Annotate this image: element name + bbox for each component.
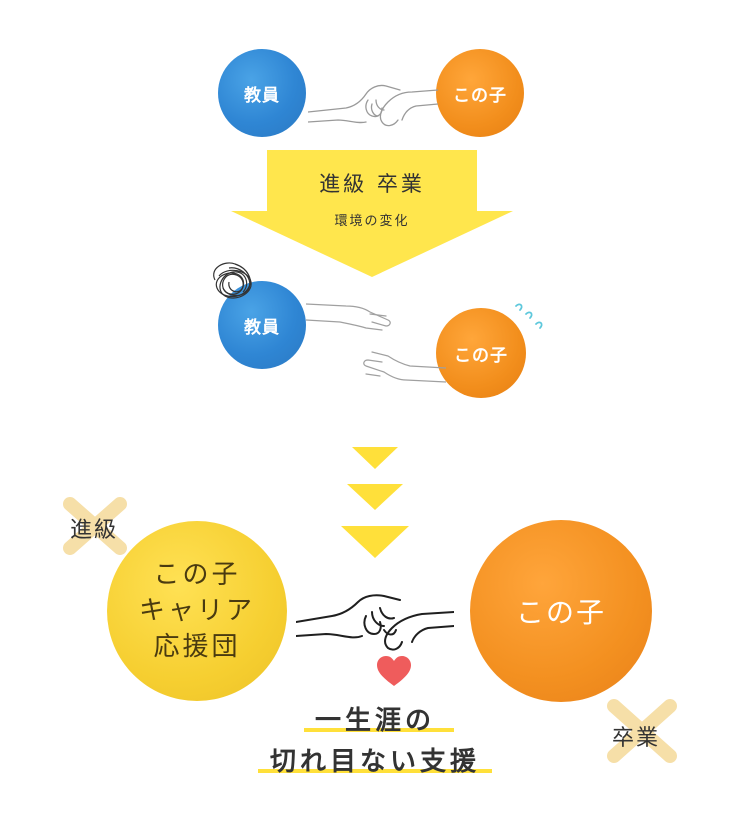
- teacher-label-middle: 教員: [244, 317, 280, 338]
- child-circle-middle: この子: [436, 308, 526, 398]
- support-line-1: この子: [153, 560, 241, 590]
- support-team-circle: この子 キャリア 応援団: [107, 521, 287, 701]
- separated-hands-icon: [306, 303, 446, 383]
- transition-arrow-head: [231, 211, 513, 277]
- slogan-underline-2: [258, 769, 492, 773]
- child-circle-top: この子: [436, 49, 524, 137]
- slogan-line-2: 切れ目ない支援: [269, 747, 480, 777]
- teacher-circle-top: 教員: [218, 49, 306, 137]
- teacher-label-top: 教員: [244, 85, 280, 106]
- tag-right-x-mark: [607, 699, 677, 763]
- down-arrow-2: [347, 484, 403, 510]
- slogan-line-1: 一生涯の: [314, 706, 435, 736]
- transition-arrow-shaft: [267, 150, 477, 216]
- child-circle-bottom: この子: [470, 520, 652, 702]
- sweat-marks-icon: [515, 303, 543, 329]
- heart-icon: [377, 656, 411, 686]
- tangled-scribble-icon: [213, 262, 252, 299]
- tag-left: 進級: [70, 518, 119, 543]
- transition-main-label: 進級 卒業: [319, 172, 425, 196]
- child-label-top: この子: [453, 85, 507, 106]
- child-label-bottom: この子: [515, 596, 606, 629]
- down-arrow-3: [341, 526, 409, 558]
- child-label-middle: この子: [454, 345, 508, 366]
- tag-right: 卒業: [612, 726, 661, 751]
- holding-hands-bold-icon: [296, 594, 454, 651]
- tag-left-x-mark: [63, 497, 127, 555]
- support-line-2: キャリア: [138, 596, 255, 626]
- holding-hands-icon: [308, 84, 438, 127]
- support-line-3: 応援団: [153, 632, 241, 662]
- transition-sub-label: 環境の変化: [334, 214, 410, 229]
- down-arrow-1: [352, 447, 398, 469]
- slogan-underline-1: [304, 728, 454, 732]
